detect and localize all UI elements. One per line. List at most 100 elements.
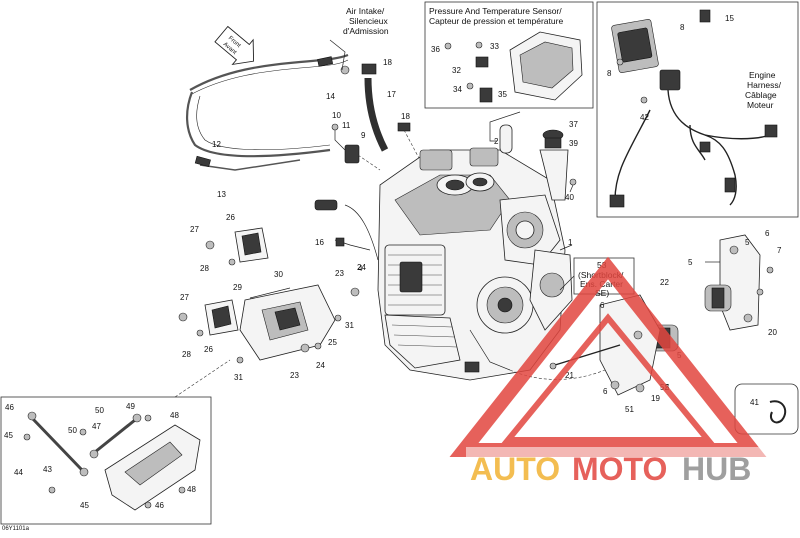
- part-40: 40: [565, 193, 574, 202]
- leader-2: [489, 111, 521, 142]
- front-arrow: Front Avant: [214, 25, 255, 66]
- part-41: 41: [750, 398, 759, 407]
- figure-code: 06Y1101a: [2, 526, 30, 532]
- part-16: 16: [315, 238, 324, 247]
- engine-harness-label-1: Engine: [749, 70, 776, 80]
- part-43: 43: [43, 465, 52, 474]
- part-9: 9: [361, 131, 366, 140]
- part-26b: 26: [204, 345, 213, 354]
- part-50b: 50: [68, 426, 77, 435]
- part-45a: 45: [4, 431, 13, 440]
- part-31a: 31: [345, 321, 354, 330]
- part-48a: 48: [170, 411, 179, 420]
- part-13: 13: [217, 190, 226, 199]
- part-51: 51: [625, 405, 634, 414]
- pressure-sensor-label-1: Pressure And Temperature Sensor/: [429, 6, 562, 16]
- part-36: 36: [431, 45, 440, 54]
- engine-harness: [609, 9, 778, 208]
- engine-harness-label-3: Câblage: [745, 90, 777, 100]
- part-42: 42: [640, 113, 649, 122]
- part-10: 10: [332, 111, 341, 120]
- watermark-inner-triangle: [501, 313, 715, 443]
- part-48b: 48: [187, 485, 196, 494]
- leader-shortblock: [559, 275, 575, 291]
- part-21: 21: [565, 371, 574, 380]
- air-intake-label-1: Air Intake/: [346, 6, 385, 16]
- part-26a: 26: [226, 213, 235, 222]
- part-15: 15: [725, 14, 734, 23]
- pressure-sensor-label-2: Capteur de pression et température: [429, 16, 563, 26]
- automotohub-watermark: AUTO MOTO HUB: [449, 256, 796, 487]
- part-14: 14: [326, 92, 335, 101]
- clip-box: [734, 383, 799, 435]
- part-24b: 24: [316, 361, 325, 370]
- part-23a: 23: [335, 269, 344, 278]
- part-20: 20: [768, 328, 777, 337]
- part-49: 49: [126, 402, 135, 411]
- part-28b: 28: [182, 350, 191, 359]
- intake-hose: [361, 63, 421, 161]
- part-27a: 27: [190, 225, 199, 234]
- engine-assembly: [314, 147, 573, 381]
- part-22: 22: [660, 278, 669, 287]
- part-33: 33: [490, 42, 499, 51]
- watermark-triangle: [449, 256, 767, 457]
- part-1: 1: [568, 238, 573, 247]
- part-27b: 27: [180, 293, 189, 302]
- leader-support: [174, 359, 231, 398]
- part-29: 29: [233, 283, 242, 292]
- part-23b: 23: [290, 371, 299, 380]
- part-30: 30: [274, 270, 283, 279]
- bracket-39: [499, 124, 577, 201]
- part-24a: 24: [357, 263, 366, 272]
- part-37: 37: [569, 120, 578, 129]
- intake-sensor-assembly: [444, 31, 583, 103]
- part-7: 7: [777, 246, 782, 255]
- part-35: 35: [498, 90, 507, 99]
- air-intake-label-3: d'Admission: [343, 26, 389, 36]
- part-4: 4: [358, 264, 363, 273]
- engine-harness-label-2: Harness/: [747, 80, 782, 90]
- watermark-moto: MOTO: [572, 451, 667, 487]
- part-45b: 45: [80, 501, 89, 510]
- part-39: 39: [569, 139, 578, 148]
- air-intake-hoses: [186, 39, 350, 171]
- part-32: 32: [452, 66, 461, 75]
- part-8b: 8: [607, 69, 612, 78]
- leader-1: [559, 244, 573, 251]
- part-46b: 46: [155, 501, 164, 510]
- engine-harness-label-4: Moteur: [747, 100, 774, 110]
- watermark-auto: AUTO: [470, 451, 560, 487]
- engine-mounts-left: [178, 227, 360, 364]
- part-17: 17: [387, 90, 396, 99]
- watermark-hub: HUB: [682, 451, 751, 487]
- part-34: 34: [453, 85, 462, 94]
- part-5a: 5: [745, 238, 750, 247]
- part-47: 47: [92, 422, 101, 431]
- bracket-9: [331, 123, 381, 171]
- part-31b: 31: [234, 373, 243, 382]
- part-8a: 8: [680, 23, 685, 32]
- part-18b: 18: [401, 112, 410, 121]
- part-46a: 46: [5, 403, 14, 412]
- part-44: 44: [14, 468, 23, 477]
- part-19: 19: [651, 394, 660, 403]
- part-5b: 5: [688, 258, 693, 267]
- part-6b: 6: [600, 301, 605, 310]
- support-rods: [23, 411, 201, 511]
- part-25: 25: [328, 338, 337, 347]
- part-18a: 18: [383, 58, 392, 67]
- part-11: 11: [342, 121, 351, 130]
- part-6a: 6: [765, 229, 770, 238]
- shortblock-label-4: SE): [595, 288, 609, 298]
- part-12: 12: [212, 140, 221, 149]
- part-2: 2: [494, 137, 499, 146]
- part-28a: 28: [200, 264, 209, 273]
- clip-41: [769, 400, 787, 424]
- air-intake-label-2: Silencieux: [349, 16, 388, 26]
- part-50a: 50: [95, 406, 104, 415]
- part-6c: 6: [603, 387, 608, 396]
- part-number-labels: 1 2 4 5 5 5 5 6 6 6 7 8 8 9 10 11 12 13 …: [4, 14, 782, 510]
